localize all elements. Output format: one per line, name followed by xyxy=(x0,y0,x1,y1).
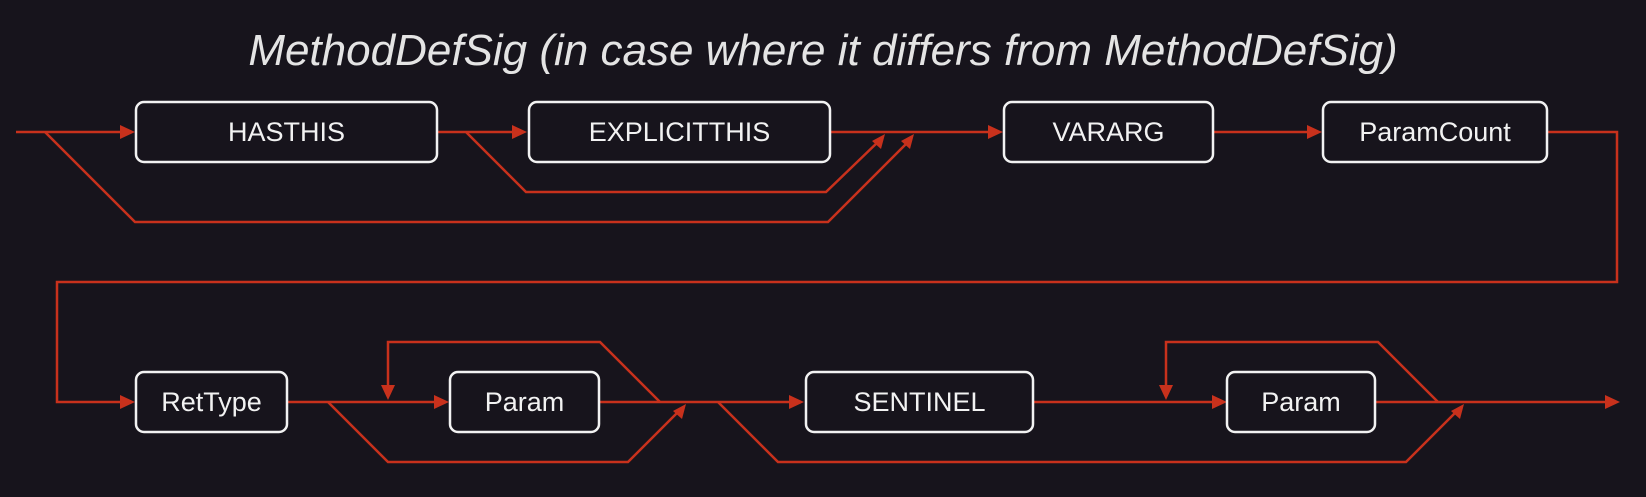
track-bypass-param-1 xyxy=(327,401,681,464)
arrowhead-merge-1 xyxy=(872,134,885,149)
node-box xyxy=(1002,100,1215,164)
track-bypass-explicitthis xyxy=(465,131,881,194)
node-label: HASTHIS xyxy=(228,117,345,147)
arrowhead-loop-2 xyxy=(1159,385,1173,400)
node-hasthis: HASTHIS xyxy=(134,100,439,164)
arrowhead-paramcount xyxy=(1307,125,1322,139)
arrowhead-loop-1 xyxy=(381,385,395,400)
node-box xyxy=(448,370,601,434)
node-box xyxy=(527,100,832,164)
track-loop-param-1 xyxy=(386,340,661,403)
arrowhead-merge-2 xyxy=(901,134,914,149)
arrowhead-merge-4 xyxy=(1451,404,1464,419)
node-param-count: ParamCount xyxy=(1321,100,1549,164)
row-2-tracks xyxy=(287,340,1608,464)
node-label: RetType xyxy=(161,387,262,417)
node-vararg: VARARG xyxy=(1002,100,1215,164)
arrowhead-param-1 xyxy=(434,395,449,409)
arrowhead-vararg xyxy=(988,125,1003,139)
track-wrap xyxy=(55,130,1619,404)
arrowhead-sentinel xyxy=(789,395,804,409)
node-param-2: Param xyxy=(1225,370,1377,434)
node-box xyxy=(134,100,439,164)
node-box xyxy=(1225,370,1377,434)
node-label: VARARG xyxy=(1052,117,1164,147)
arrowhead-param-2 xyxy=(1212,395,1227,409)
arrowhead-hasthis xyxy=(120,125,135,139)
diagram-title: MethodDefSig (in case where it differs f… xyxy=(248,26,1398,75)
node-label: ParamCount xyxy=(1359,117,1511,147)
arrowhead-merge-3 xyxy=(673,404,686,419)
node-param-1: Param xyxy=(448,370,601,434)
node-explicitthis: EXPLICITTHIS xyxy=(527,100,832,164)
node-box xyxy=(804,370,1035,434)
node-label: Param xyxy=(1261,387,1341,417)
arrowhead-exit xyxy=(1605,395,1620,409)
node-box xyxy=(1321,100,1549,164)
node-label: Param xyxy=(485,387,565,417)
arrowhead-explicitthis xyxy=(512,125,527,139)
arrowhead-rettype xyxy=(120,395,135,409)
node-ret-type: RetType xyxy=(134,370,289,434)
arrowheads xyxy=(120,125,1620,419)
row-1-tracks xyxy=(16,130,1619,404)
node-label: EXPLICITTHIS xyxy=(589,117,771,147)
track-loop-param-2 xyxy=(1164,340,1439,403)
node-label: SENTINEL xyxy=(853,387,985,417)
track-bypass-hasthis xyxy=(44,131,911,224)
node-box xyxy=(134,370,289,434)
node-sentinel: SENTINEL xyxy=(804,370,1035,434)
track-bypass-sentinel xyxy=(717,401,1459,464)
